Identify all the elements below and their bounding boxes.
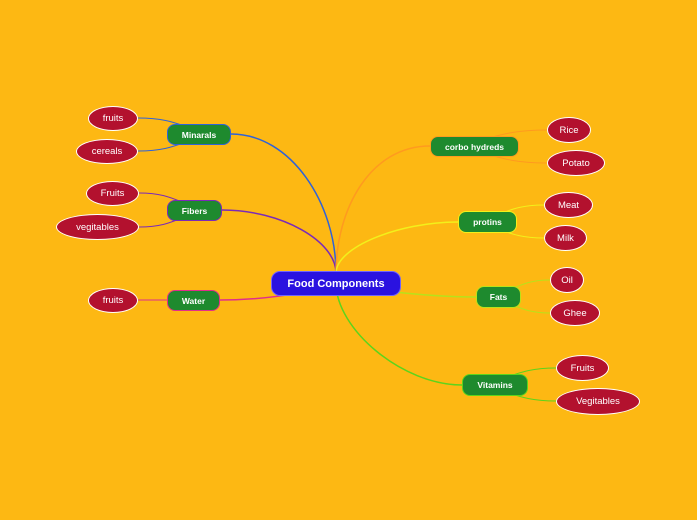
leaf-meat[interactable]: Meat — [544, 192, 593, 218]
branch-label: Fats — [489, 292, 508, 302]
branch-minarals[interactable]: Minarals — [167, 124, 231, 145]
leaf-milk[interactable]: Milk — [544, 225, 587, 251]
leaf-ghee[interactable]: Ghee — [550, 300, 600, 326]
branch-protins[interactable]: protins — [458, 211, 517, 233]
leaf-label: fruits — [102, 113, 124, 124]
leaf-label: Fruits — [100, 188, 125, 199]
leaf-potato[interactable]: Potato — [547, 150, 605, 176]
leaf-label: Rice — [559, 124, 579, 136]
leaf-oil[interactable]: Oil — [550, 267, 584, 293]
branch-water[interactable]: Water — [167, 290, 220, 311]
leaf-vegitables[interactable]: Vegitables — [556, 388, 640, 415]
leaf-cereals[interactable]: cereals — [76, 139, 138, 164]
leaf-label: Ghee — [563, 307, 587, 319]
leaf-label: vegitables — [76, 221, 119, 233]
branch-fats[interactable]: Fats — [476, 286, 521, 308]
branch-label: protins — [473, 217, 502, 227]
central-topic-label: Food Components — [287, 277, 385, 290]
central-topic[interactable]: Food Components — [271, 271, 401, 296]
branch-label: Fibers — [181, 205, 208, 216]
leaf-label: cereals — [91, 146, 123, 157]
leaf-label: Milk — [557, 232, 574, 244]
branch-connector — [230, 133, 337, 274]
leaf-label: Vegitables — [576, 396, 620, 407]
leaf-label: Oil — [561, 274, 573, 286]
branch-label: Vitamins — [477, 380, 513, 390]
leaf-fruits[interactable]: Fruits — [86, 181, 139, 206]
branch-label: Minarals — [181, 129, 217, 140]
leaf-fruits[interactable]: Fruits — [556, 355, 609, 381]
branch-connector — [335, 145, 431, 274]
leaf-fruits[interactable]: fruits — [88, 288, 138, 313]
branch-fibers[interactable]: Fibers — [167, 200, 222, 221]
leaf-label: Meat — [557, 199, 580, 211]
branch-connector — [221, 209, 337, 274]
leaf-label: Fruits — [570, 362, 595, 374]
leaf-fruits[interactable]: fruits — [88, 106, 138, 131]
branch-label: Water — [181, 295, 206, 306]
branch-connector — [335, 221, 459, 274]
leaf-label: Potato — [562, 157, 590, 169]
branch-connector — [335, 282, 463, 386]
leaf-label: fruits — [102, 295, 124, 306]
branch-vitamins[interactable]: Vitamins — [462, 374, 528, 396]
branch-label: corbo hydreds — [444, 141, 505, 152]
leaf-rice[interactable]: Rice — [547, 117, 591, 143]
leaf-vegitables[interactable]: vegitables — [56, 214, 139, 240]
branch-corbo-hydreds[interactable]: corbo hydreds — [430, 136, 519, 157]
